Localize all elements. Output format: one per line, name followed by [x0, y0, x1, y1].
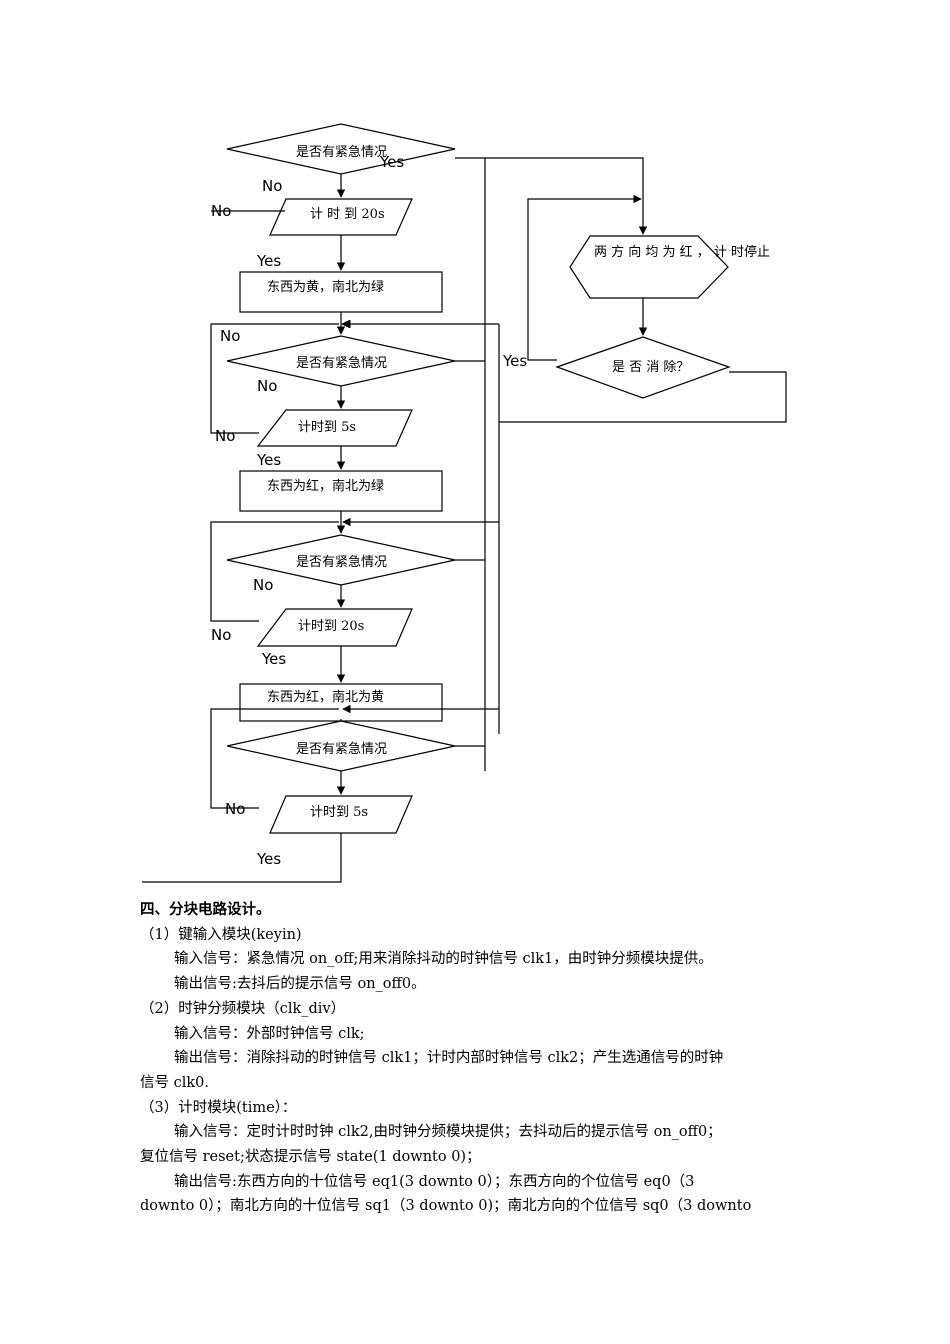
label-no: No [257, 377, 277, 395]
timer-text-4: 计时到 5s [310, 805, 368, 820]
label-yes: Yes [256, 252, 281, 270]
module1-input: 输入信号：紧急情况 on_off;用来消除抖动的时钟信号 clk1，由时钟分频模… [174, 951, 713, 968]
label-yes: Yes [256, 451, 281, 469]
module2-output: 输出信号：消除抖动的时钟信号 clk1；计时内部时钟信号 clk2；产生选通信号… [174, 1050, 724, 1067]
module3-input-cont: 复位信号 reset;状态提示信号 state(1 downto 0)； [140, 1149, 481, 1166]
flowchart: 是否有紧急情况 计 时 到 20s 东西为黄，南北为绿 是否有紧急情况 计时到 … [142, 123, 787, 883]
timer-text-1: 计 时 到 20s [310, 207, 385, 222]
decision-text-4: 是否有紧急情况 [296, 742, 387, 757]
label-no: No [211, 202, 231, 220]
all-red-text: 两 方 向 均 为 红 ， 计 时停止 [594, 244, 770, 260]
decision-text-3: 是否有紧急情况 [296, 555, 387, 570]
timer-5s-1 [256, 409, 413, 447]
label-no: No [253, 576, 273, 594]
section-heading: 四、分块电路设计。 [140, 902, 271, 918]
decision-text-2: 是否有紧急情况 [296, 356, 387, 371]
clear-text: 是 否 消 除？ [612, 360, 689, 375]
module1-title: （1）键输入模块(keyin) [140, 926, 302, 943]
label-no: No [215, 427, 235, 445]
decision-text-1: 是否有紧急情况 [296, 145, 387, 160]
module2-input: 输入信号：外部时钟信号 clk; [174, 1025, 365, 1042]
module3-input: 输入信号：定时计时时钟 clk2,由时钟分频模块提供；去抖动后的提示信号 on_… [174, 1124, 722, 1141]
section-text: 四、分块电路设计。 （1）键输入模块(keyin) 输入信号：紧急情况 on_o… [140, 898, 820, 1219]
state-text-2: 东西为红，南北为绿 [267, 478, 384, 494]
label-yes: Yes [502, 352, 527, 370]
module3-output-cont: downto 0）；南北方向的十位信号 sq1（3 downto 0)；南北方向… [140, 1198, 752, 1215]
label-yes: Yes [379, 153, 404, 171]
module2-title: （2）时钟分频模块（clk_div） [140, 1000, 346, 1017]
timer-text-3: 计时到 20s [298, 619, 364, 634]
timer-text-2: 计时到 5s [298, 420, 356, 435]
label-no: No [220, 327, 240, 345]
module1-output: 输出信号:去抖后的提示信号 on_off0。 [174, 976, 426, 993]
module3-output: 输出信号:东西方向的十位信号 eq1(3 downto 0）；东西方向的个位信号… [174, 1173, 695, 1190]
label-yes: Yes [261, 650, 286, 668]
state-text-1: 东西为黄，南北为绿 [267, 279, 384, 295]
decision-emergency-1 [226, 123, 456, 175]
all-red-stop [569, 235, 729, 299]
label-no: No [262, 177, 282, 195]
module2-output-cont: 信号 clk0. [140, 1074, 209, 1091]
timer-5s-2 [269, 795, 413, 834]
state-text-3: 东西为红，南北为黄 [267, 689, 384, 705]
label-yes: Yes [256, 850, 281, 868]
timer-20s-2 [256, 608, 413, 647]
module3-title: （3）计时模块(time）： [140, 1099, 297, 1116]
label-no: No [211, 626, 231, 644]
timer-20s-1 [269, 198, 413, 236]
decision-clear [555, 336, 731, 399]
label-no: No [225, 800, 245, 818]
